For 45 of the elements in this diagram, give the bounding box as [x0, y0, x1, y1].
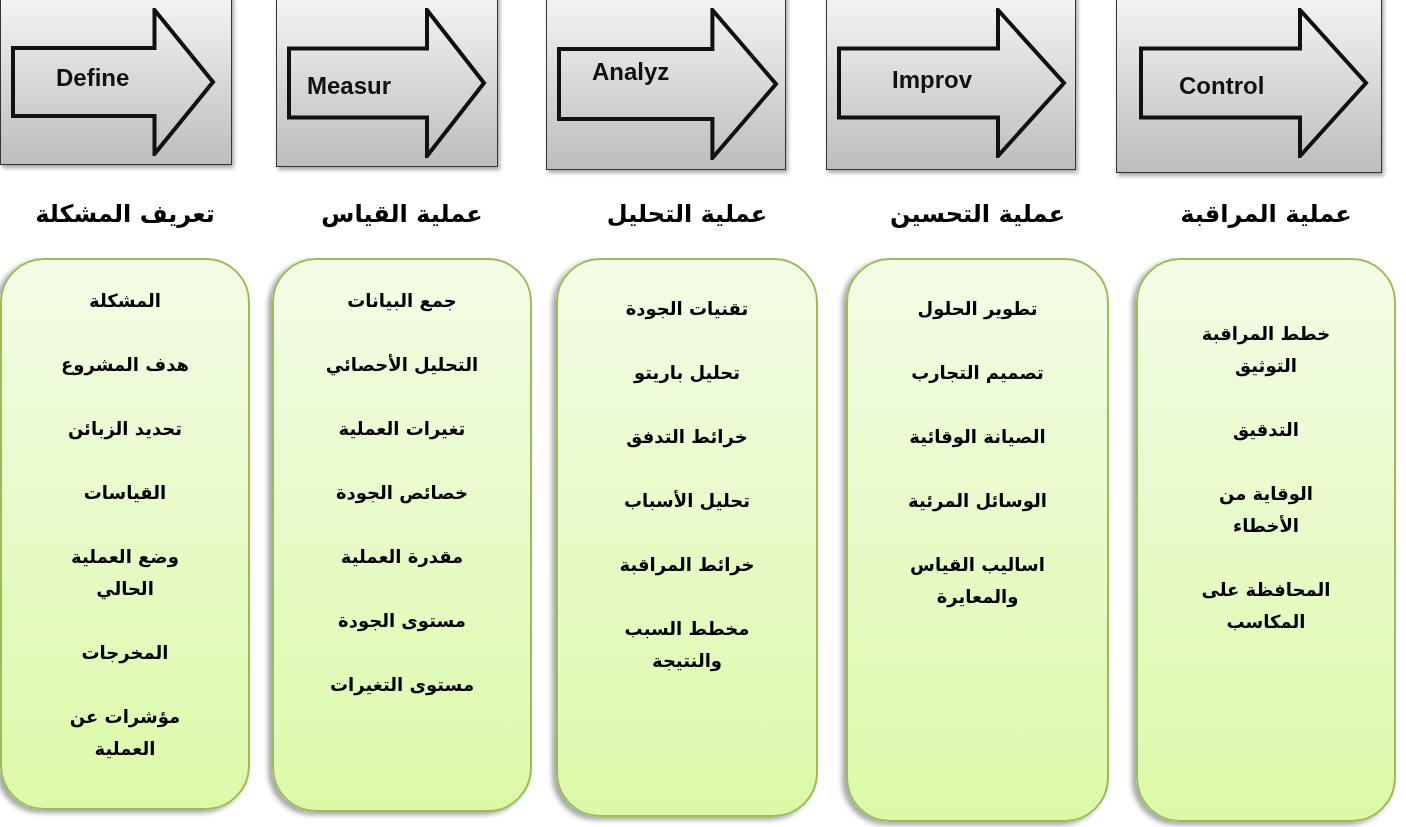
column-heading: عملية المراقبة [1180, 200, 1352, 228]
list-item: تحليل باريتو [634, 361, 740, 386]
list-item: مؤشرات عن العملية [68, 705, 182, 761]
list-item: تغيرات العملية [338, 417, 466, 442]
list-item: الوسائل المرئية [908, 489, 1047, 514]
list-item: جمع البيانات [347, 289, 457, 314]
list-item: خرائط التدفق [626, 425, 748, 450]
list-item: الصيانة الوقائية [909, 425, 1046, 450]
list-item: المخرجات [81, 641, 169, 666]
list-item: تحديد الزبائن [67, 417, 183, 442]
step-box [276, 0, 498, 167]
list-item: التحليل الأحصائي [325, 353, 479, 378]
list-item: تقنيات الجودة [625, 297, 749, 322]
step-box [826, 0, 1076, 170]
list-item: التدقيق [1232, 418, 1299, 443]
step-label: Define [56, 64, 130, 92]
list-item: الوقاية من الأخطاء [1217, 482, 1314, 538]
list-item: القياسات [83, 481, 167, 505]
step-box [0, 0, 232, 165]
column-heading: تعريف المشكلة [35, 200, 215, 228]
list-item: مستوى الجودة [338, 609, 466, 634]
list-item: المحافظة على المكاسب [1200, 578, 1332, 634]
step-label: Analyz [592, 58, 670, 86]
list-item: مقدرة العملية [340, 545, 464, 569]
step-label: Measur [307, 72, 392, 100]
step-box [1116, 0, 1382, 173]
list-item: المشكلة [88, 289, 161, 313]
column-heading: عملية التحسين [889, 200, 1066, 228]
step-label: Improv [892, 66, 972, 94]
list-item: وضع العملية الحالي [70, 545, 180, 602]
list-item: مستوى التغيرات [329, 673, 475, 698]
list-item: تحليل الأسباب [623, 489, 751, 513]
list-item: خطط المراقبة [1201, 322, 1331, 347]
step-box [546, 0, 786, 170]
list-item: التوثيق [1235, 354, 1297, 379]
step-label: Control [1179, 72, 1265, 100]
list-item: خرائط المراقبة [619, 553, 755, 578]
column-heading: عملية التحليل [606, 200, 768, 228]
list-item: تطوير الحلول [917, 297, 1038, 322]
column-heading: عملية القياس [321, 200, 483, 228]
list-item: تصميم التجارب [911, 361, 1044, 385]
list-item: خصائص الجودة [335, 481, 469, 506]
list-item: اساليب القياس والمعايرة [909, 553, 1046, 610]
list-item: هدف المشروع [60, 353, 190, 378]
list-item: مخطط السبب والنتيجة [623, 617, 751, 674]
